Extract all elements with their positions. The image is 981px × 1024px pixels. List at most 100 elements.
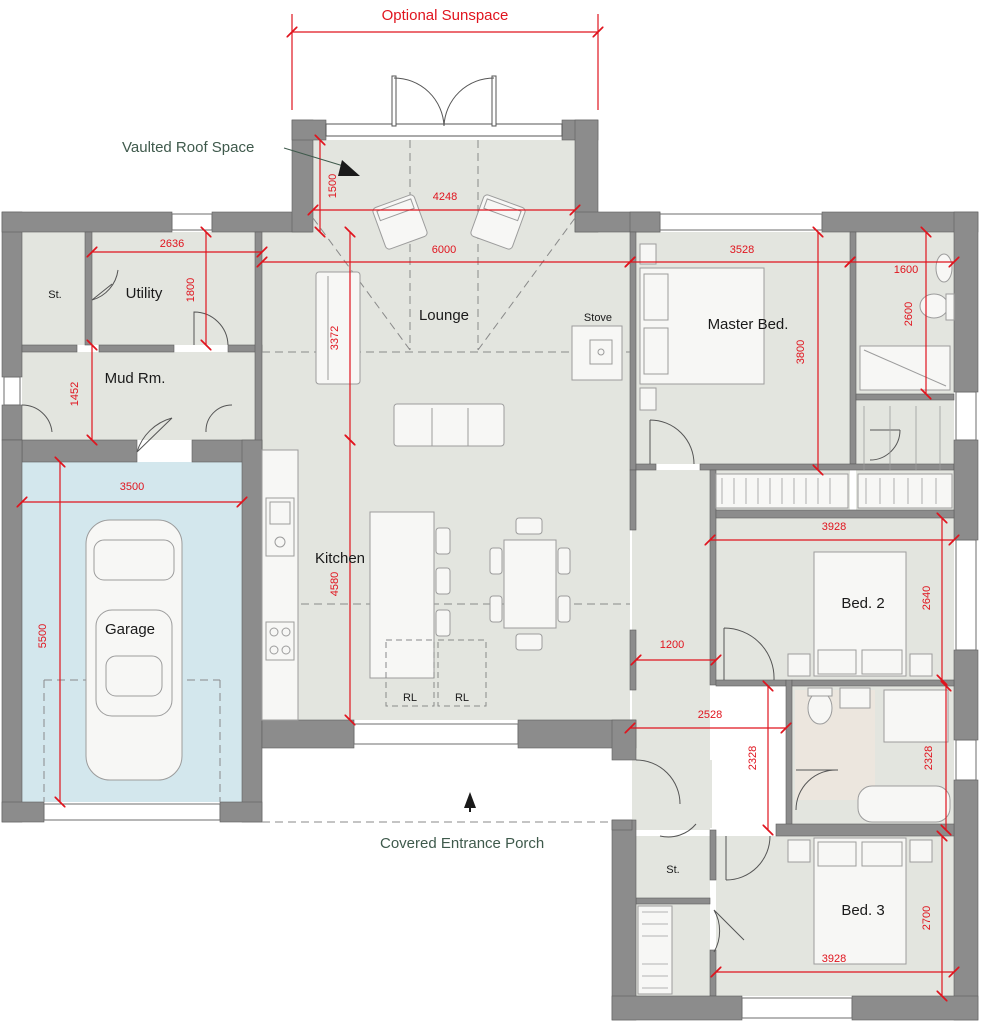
dim-text-hall-depth: 2528 — [698, 709, 722, 721]
bathtub — [857, 785, 951, 823]
wall — [611, 819, 633, 831]
room-label-garage: Garage — [105, 621, 155, 638]
dim-text-master-width: 3528 — [730, 244, 754, 256]
window — [955, 539, 977, 651]
wall — [1, 801, 45, 823]
ensuite-basin — [935, 253, 953, 283]
wall — [629, 211, 661, 233]
rl-boxes — [385, 639, 487, 707]
wall — [775, 823, 955, 837]
dim-text-ensuite-width: 1600 — [894, 264, 918, 276]
room-label-bed2: Bed. 2 — [841, 595, 884, 612]
wall — [629, 231, 637, 471]
bed3-door — [725, 835, 771, 881]
rl-left-label: RL — [403, 692, 417, 704]
room-label-utility: Utility — [126, 285, 163, 302]
garage-door — [136, 417, 173, 453]
dim-text-sunspace-depth: 1500 — [327, 174, 339, 198]
mud-room-floor — [22, 352, 262, 440]
wall — [849, 231, 857, 465]
dimension-lines — [22, 14, 954, 996]
wall — [953, 439, 979, 541]
room-label-lounge: Lounge — [419, 307, 469, 324]
window — [659, 213, 823, 231]
room-label-mud-room: Mud Rm. — [105, 370, 166, 387]
utility-door-2 — [193, 311, 229, 346]
room-label-bed3: Bed. 3 — [841, 902, 884, 919]
ensuite-wardrobe — [857, 473, 953, 509]
dining-table — [503, 539, 557, 629]
dim-text-bed2-depth: 2640 — [921, 586, 933, 610]
store-top-floor — [22, 232, 85, 345]
wall — [219, 801, 263, 823]
wall — [98, 344, 175, 353]
mud-door — [21, 404, 53, 433]
wall — [291, 119, 327, 141]
dim-text-bath-depth-left: 2328 — [747, 746, 759, 770]
wall — [1, 211, 23, 378]
room-label-kitchen: Kitchen — [315, 550, 365, 567]
hall-entry-floor — [636, 760, 712, 828]
ensuite-door — [869, 429, 901, 461]
covered-entrance-porch-label: Covered Entrance Porch — [380, 835, 544, 852]
room-label-store-top: St. — [48, 289, 61, 301]
room-label-store-bottom: St. — [666, 864, 679, 876]
kitchen-island — [369, 511, 435, 679]
arrows — [283, 147, 476, 812]
dim-text-garage-width: 3500 — [120, 481, 144, 493]
mud-door-2 — [205, 404, 233, 433]
rl-box-right — [437, 639, 487, 707]
dim-text-hall-width: 1200 — [660, 639, 684, 651]
furniture — [85, 194, 955, 995]
wall — [953, 211, 979, 393]
dim-text-ensuite-depth: 2600 — [903, 302, 915, 326]
window — [353, 723, 519, 745]
door-leaf-right — [491, 75, 497, 127]
vaulted-roof-space-label: Vaulted Roof Space — [122, 139, 254, 156]
bath-door — [795, 769, 839, 811]
optional-sunspace-label: Optional Sunspace — [382, 7, 509, 24]
rl-right-label: RL — [455, 692, 469, 704]
wall — [855, 393, 955, 401]
dim-text-utility-width: 2636 — [160, 238, 184, 250]
stove-label: Stove — [584, 312, 612, 324]
bed3-wardrobe — [637, 905, 673, 995]
wardrobe-door — [713, 909, 745, 953]
master-door — [649, 419, 695, 465]
wall — [715, 679, 787, 687]
door-swing-left — [393, 77, 445, 127]
window — [955, 739, 977, 781]
wall — [611, 819, 637, 1021]
interior-doors — [21, 269, 901, 953]
bath-shower — [883, 689, 949, 743]
kitchen-counter — [261, 449, 299, 721]
dim-text-kitchen-depth: 4580 — [329, 572, 341, 596]
wall — [709, 469, 717, 686]
wall — [1, 211, 173, 233]
wall — [629, 629, 637, 691]
window — [955, 391, 977, 441]
bath-wc — [807, 691, 833, 725]
wall — [791, 679, 955, 687]
dim-text-lounge-width: 6000 — [432, 244, 456, 256]
sunspace-floor — [313, 140, 575, 232]
wall — [21, 439, 138, 463]
wardrobe-hangers — [642, 406, 941, 989]
wall — [241, 439, 263, 823]
ensuite-wc — [919, 293, 949, 319]
dim-text-sunspace-width: 4248 — [433, 191, 457, 203]
utility-door — [91, 269, 119, 301]
dim-text-master-depth: 3800 — [795, 340, 807, 364]
wall — [709, 949, 717, 997]
wall — [611, 719, 637, 761]
dim-text-bed3-width: 3928 — [822, 953, 846, 965]
wall — [21, 344, 78, 353]
porch-arrow-icon — [464, 792, 476, 808]
wall — [709, 829, 717, 881]
window — [171, 213, 213, 231]
wall — [1, 439, 23, 823]
hall-door — [635, 759, 681, 805]
wall — [611, 995, 743, 1021]
